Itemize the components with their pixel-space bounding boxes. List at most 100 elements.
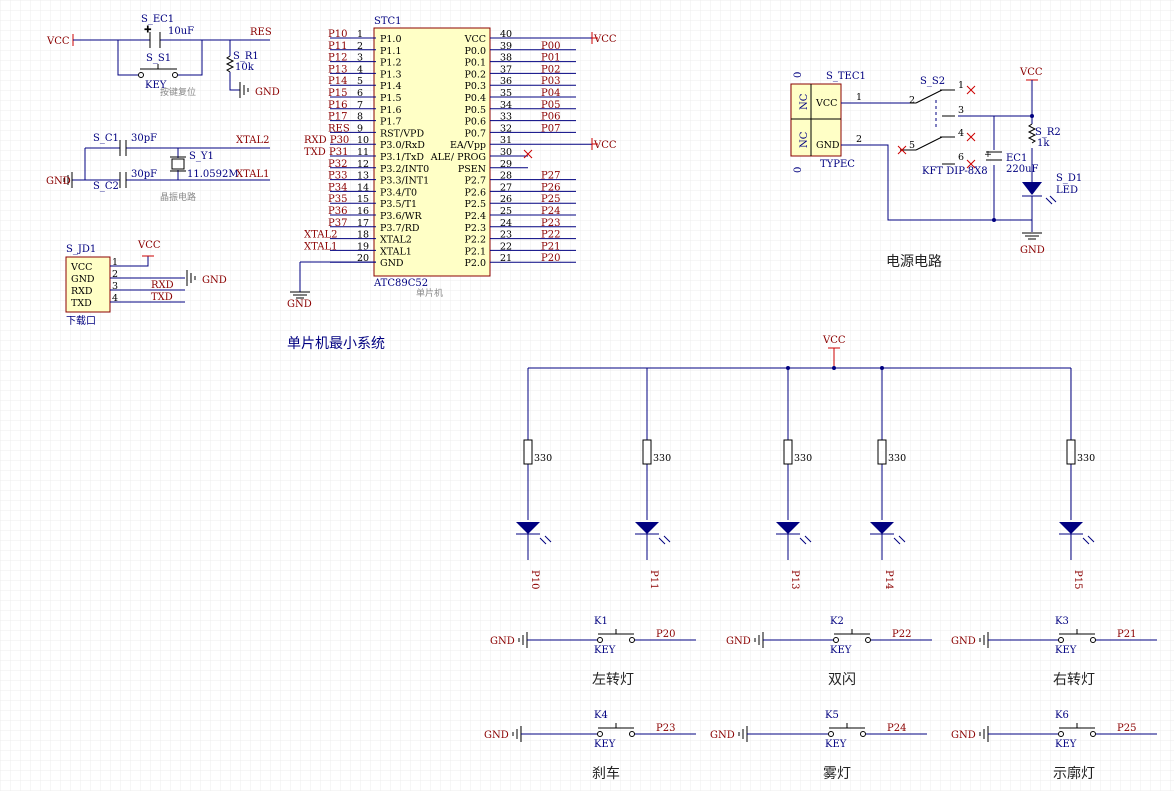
- mcu-pin-name: P1.5: [380, 93, 402, 104]
- power-led-val: LED: [1056, 185, 1078, 196]
- power-led: [1022, 182, 1042, 195]
- mcu-pin-number: 18: [357, 230, 369, 241]
- header-gnd-label: GND: [202, 275, 227, 286]
- c1-val: 30pF: [131, 133, 157, 144]
- mcu-left-pins: P1.01P10P1.12P11P1.23P12P1.34P13P1.45P14…: [304, 29, 429, 269]
- mcu-left-net-label: P32: [328, 159, 347, 170]
- mcu-pin-name: P3.5/T1: [380, 199, 417, 210]
- mcu-pin-number: 4: [357, 64, 363, 75]
- mcu-right-net-label: P06: [541, 112, 560, 123]
- mcu-pin-name: XTAL1: [380, 246, 412, 257]
- mcu-left-net-label: P33: [328, 171, 347, 182]
- key-actuator: [834, 629, 870, 635]
- mcu-pin-name: P3.7/RD: [380, 223, 420, 234]
- key-net-label: P23: [656, 723, 675, 734]
- mcu-pin-number: 22: [500, 241, 512, 252]
- reset-resistor: [225, 55, 235, 73]
- key-contact-b: [1090, 637, 1096, 643]
- key-net-label: P22: [892, 629, 911, 640]
- mcu-pin-name: P0.5: [464, 105, 486, 116]
- key-value: KEY: [594, 739, 616, 750]
- ec1-val: 220uF: [1006, 164, 1039, 175]
- mcu-block: STC1 P1.01P10P1.12P11P1.23P12P1.34P13P1.…: [287, 16, 617, 310]
- mcu-left-net-label: P34: [328, 182, 347, 193]
- mcu-pin-name: P0.7: [464, 128, 486, 139]
- switch-pin-6: 6: [958, 152, 964, 163]
- led-net-label: P15: [1072, 570, 1083, 589]
- key-array: GNDK1KEYP20左转灯GNDK2KEYP22双闪GNDK3KEYP21右转…: [484, 616, 1157, 782]
- led-diode-bar: [776, 533, 812, 545]
- ec1-plates: [986, 151, 1002, 161]
- mcu-pin-name: ALE/ PROG: [430, 152, 486, 163]
- mcu-pin-number: 2: [357, 41, 363, 52]
- led-resistor: [1066, 439, 1076, 465]
- key-designator: K1: [594, 616, 608, 627]
- mcu-pin-number: 17: [357, 218, 369, 229]
- key-contact-b: [1090, 731, 1096, 737]
- led-diode: [1059, 522, 1083, 534]
- c1-des: S_C1: [93, 133, 119, 144]
- switch-nc-marks: [897, 85, 976, 169]
- mcu-pin-number: 1: [357, 29, 363, 40]
- key-value: KEY: [830, 645, 852, 656]
- key-designator: K4: [594, 710, 608, 721]
- mcu-pin-name: P2.5: [464, 199, 486, 210]
- key-caption: 双闪: [828, 672, 856, 688]
- reset-sw-val: KEY: [145, 80, 167, 91]
- mcu-pin-name: P3.6/WR: [380, 211, 422, 222]
- mcu-pin-number: 14: [357, 182, 369, 193]
- power-led-bar: [1022, 195, 1057, 205]
- mcu-left-net-label: P37: [328, 218, 347, 229]
- led-resistor: [523, 439, 533, 465]
- key-contact-a: [828, 731, 834, 737]
- mcu-pin-number: 7: [357, 100, 363, 111]
- mcu-left-net-label: P14: [328, 76, 347, 87]
- led-resistor-value: 330: [534, 453, 552, 464]
- mcu-right-net-label: P03: [541, 76, 560, 87]
- mcu-pin-name: P1.7: [380, 117, 402, 128]
- led-junction: [786, 366, 790, 370]
- key-net-label: P24: [887, 723, 906, 734]
- mcu-left-net-label: P12: [328, 53, 347, 64]
- mcu-left-net-label: RES: [328, 123, 350, 134]
- power-r2-val: 1k: [1037, 138, 1050, 149]
- mcu-nc-mark-29: [523, 149, 533, 159]
- reset-cap-plus: +: [144, 25, 152, 35]
- crystal-body: [171, 158, 185, 170]
- header-vcc-label: VCC: [137, 240, 161, 251]
- mcu-pin-number: 9: [357, 123, 363, 134]
- typec-pin-vcc: VCC: [815, 98, 837, 109]
- key-contact-a: [597, 731, 603, 737]
- led-net-label: P13: [789, 570, 800, 589]
- mcu-pin-name: RST/VPD: [380, 128, 424, 139]
- key-actuator: [829, 723, 865, 729]
- mcu-left-net-label: TXD P31: [304, 147, 348, 158]
- header-caption: 下载口: [66, 315, 96, 327]
- xtal2-label: XTAL2: [236, 135, 269, 146]
- reset-sw-contact-a: [138, 72, 144, 78]
- mcu-pin-name: P2.3: [464, 223, 486, 234]
- typec-body: [790, 83, 842, 157]
- mcu-pin-number: 36: [500, 76, 512, 87]
- mcu-pin-number: 35: [500, 88, 512, 99]
- mcu-pin-number: 6: [357, 88, 363, 99]
- typec-pin-gnd: GND: [816, 140, 840, 151]
- power-r2-des: S_R2: [1035, 127, 1061, 138]
- mcu-right-net-label: P27: [541, 171, 560, 182]
- mcu-left-net-label: P10: [328, 29, 347, 40]
- mcu-right-net-label: P04: [541, 88, 560, 99]
- key-net-label: P25: [1117, 723, 1136, 734]
- mcu-pin-number: 31: [500, 135, 512, 146]
- key-caption: 刹车: [592, 765, 620, 782]
- header-gnd-symbol: [186, 270, 196, 286]
- key-value: KEY: [1055, 645, 1077, 656]
- mcu-pin-name: P0.1: [464, 58, 486, 69]
- mcu-right-net-label: P22: [541, 230, 560, 241]
- led-resistor-value: 330: [1077, 453, 1095, 464]
- crystal-gnd-label: GND: [46, 176, 71, 187]
- mcu-pin-number: 16: [357, 206, 369, 217]
- mcu-pin-number: 12: [357, 159, 369, 170]
